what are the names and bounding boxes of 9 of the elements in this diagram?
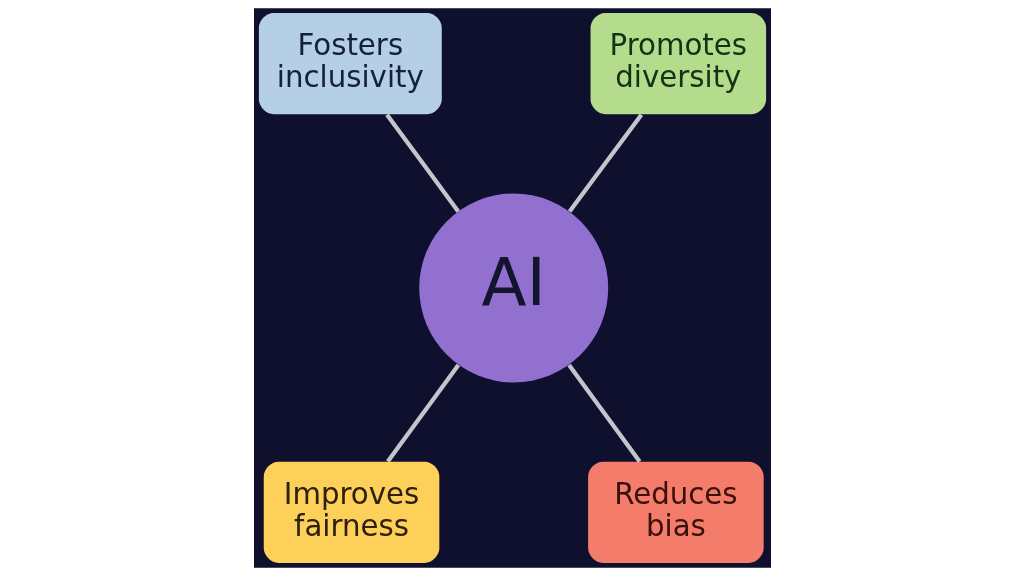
connector bbox=[567, 113, 643, 213]
node-box: Reduces bias bbox=[587, 461, 764, 563]
connector bbox=[566, 363, 641, 463]
connector bbox=[384, 113, 460, 213]
node-circle: AI bbox=[418, 193, 608, 383]
node-box: Improves fairness bbox=[263, 461, 439, 563]
node-box: Fosters inclusivity bbox=[258, 13, 442, 115]
node-box: Promotes diversity bbox=[590, 13, 766, 115]
connector bbox=[385, 363, 460, 463]
